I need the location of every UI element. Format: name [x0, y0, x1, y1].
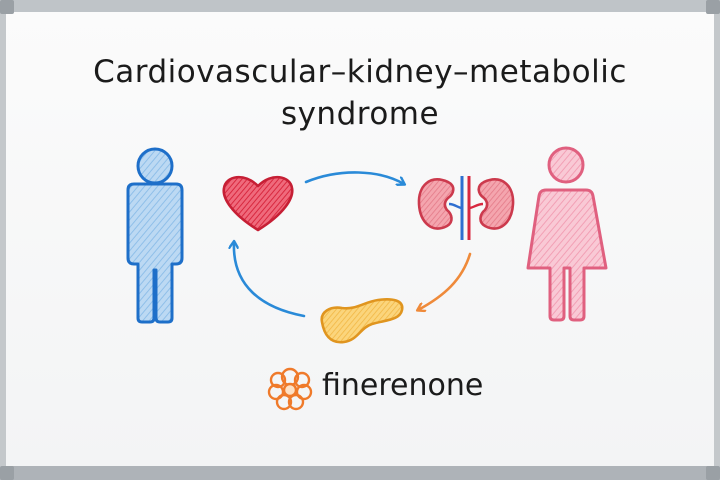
board-corner-bottom-right	[706, 466, 720, 480]
flower-ring-icon	[267, 367, 313, 411]
title-line-2: syndrome	[280, 96, 440, 132]
arrow-kidneys-to-pancreas	[418, 252, 472, 310]
arrow-heart-to-kidneys	[304, 171, 404, 184]
board-corner-top-right	[706, 0, 720, 14]
heart-icon	[222, 175, 294, 232]
male-figure-icon	[126, 147, 184, 324]
board-corner-top-left	[0, 0, 14, 14]
arrow-pancreas-to-heart	[234, 242, 306, 318]
board-corner-bottom-left	[0, 466, 14, 480]
drug-label: finerenone	[322, 368, 484, 403]
female-figure-icon	[526, 146, 608, 322]
pancreas-icon	[320, 298, 404, 344]
kidneys-icon	[417, 176, 515, 240]
title-line-1: Cardiovascular–kidney–metabolic	[93, 54, 627, 90]
